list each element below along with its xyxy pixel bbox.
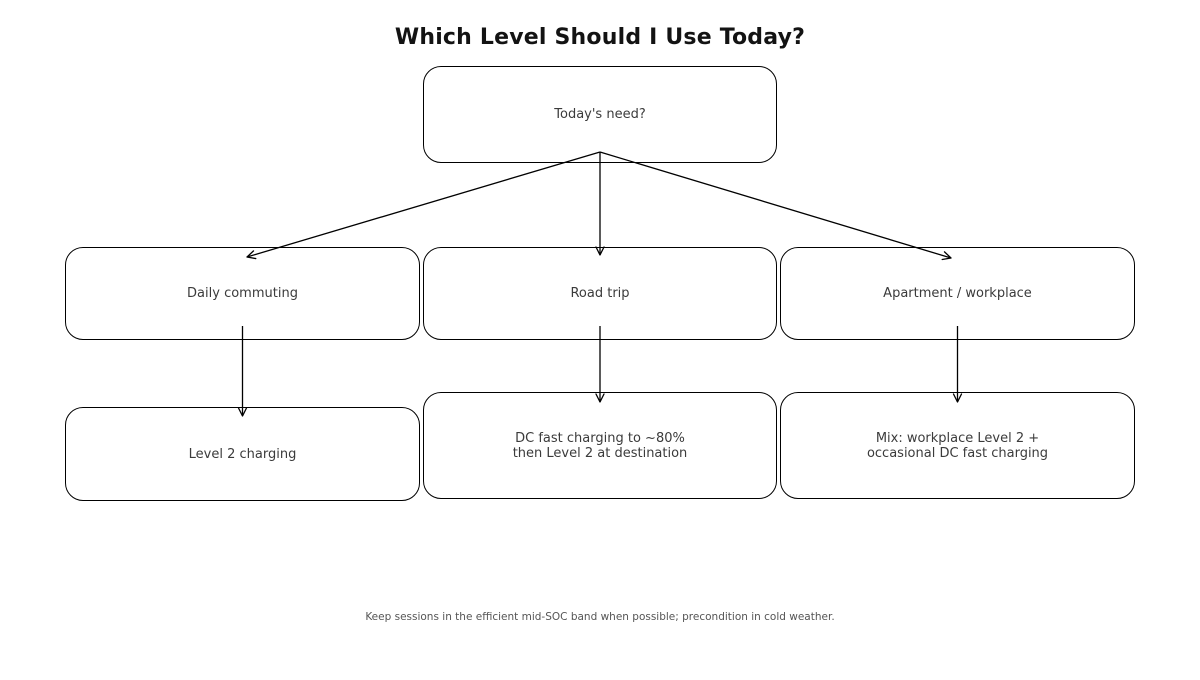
footer-note: Keep sessions in the efficient mid-SOC b… — [365, 611, 835, 623]
node-apartment-workplace-label: Apartment / workplace — [883, 286, 1032, 301]
arrow-root-to-apartment — [599, 151, 952, 261]
node-road-trip-label: Road trip — [570, 286, 630, 301]
node-dc-fast-charging-label: DC fast charging to ~80% then Level 2 at… — [512, 430, 688, 461]
node-apartment-workplace: Apartment / workplace — [780, 247, 1135, 340]
node-todays-need-label: Today's need? — [554, 107, 646, 122]
node-daily-commuting: Daily commuting — [65, 247, 420, 340]
page-title: Which Level Should I Use Today? — [394, 25, 806, 50]
node-todays-need: Today's need? — [423, 66, 777, 163]
node-level2-charging-label: Level 2 charging — [188, 446, 297, 462]
arrow-root-to-daily — [246, 151, 601, 260]
node-dc-fast-charging: DC fast charging to ~80% then Level 2 at… — [423, 392, 777, 499]
node-level2-charging: Level 2 charging — [65, 407, 420, 501]
node-mix-charging: Mix: workplace Level 2 + occasional DC f… — [780, 392, 1135, 499]
node-mix-charging-label: Mix: workplace Level 2 + occasional DC f… — [866, 430, 1049, 461]
node-road-trip: Road trip — [423, 247, 777, 340]
node-daily-commuting-label: Daily commuting — [187, 286, 298, 301]
